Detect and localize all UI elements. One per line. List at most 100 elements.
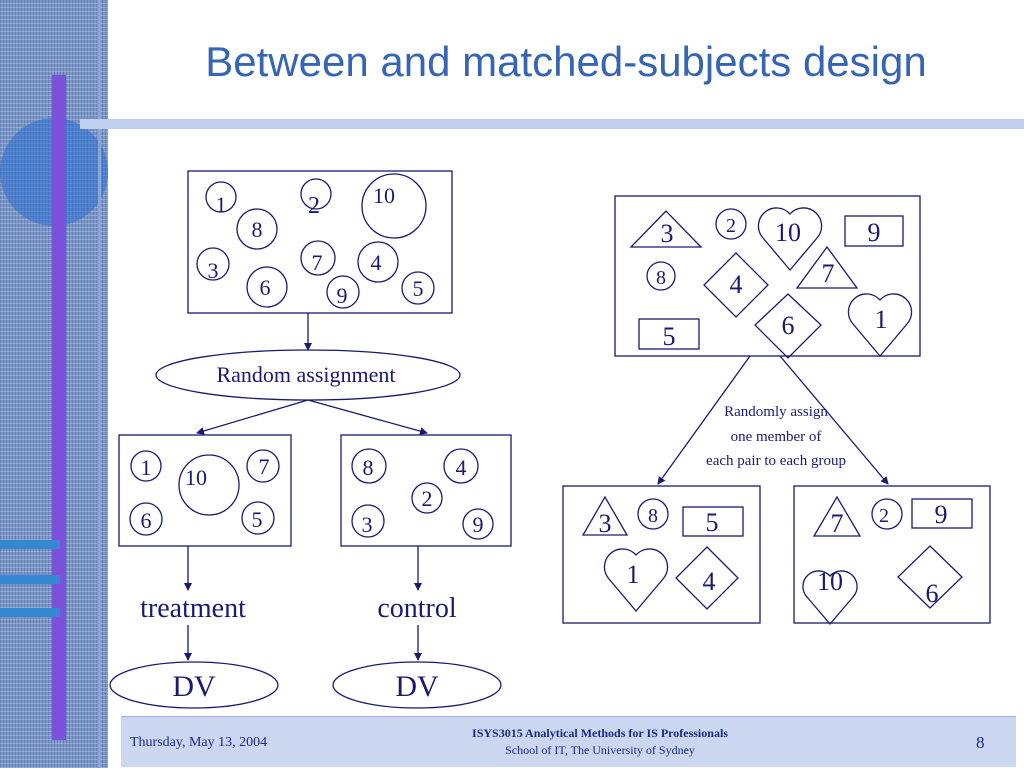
group2-number: 9 — [935, 500, 948, 529]
control-number: 3 — [362, 512, 373, 537]
heart-shape — [802, 570, 858, 626]
circle-shape — [205, 181, 237, 213]
circle-shape — [351, 504, 385, 538]
control-number: 4 — [456, 455, 467, 480]
triangle-shape — [581, 495, 629, 536]
square-shape — [682, 506, 744, 537]
control-number: 9 — [473, 512, 484, 537]
treatment-number: 6 — [141, 508, 152, 533]
pool-number: 9 — [337, 283, 348, 308]
circle-shape — [637, 498, 669, 530]
pair-number: 6 — [782, 311, 795, 340]
circle-shape — [326, 275, 360, 309]
sidebar-divider — [98, 0, 101, 768]
circle-shape — [715, 208, 747, 240]
pool-number: 8 — [252, 217, 263, 242]
footer-bar — [121, 716, 1016, 767]
control-label: control — [377, 593, 457, 624]
circle-shape — [178, 454, 240, 516]
treatment-number: 10 — [185, 465, 207, 490]
page-title: Between and matched-subjects design — [205, 38, 927, 85]
treatment-label: treatment — [140, 593, 246, 624]
footer-date: Thursday, May 13, 2004 — [130, 735, 268, 750]
pair-number: 7 — [822, 259, 835, 288]
dv-control-label: DV — [395, 670, 439, 703]
pair-number: 1 — [875, 305, 888, 334]
diamond-shape — [897, 545, 963, 609]
circle-shape — [300, 178, 332, 210]
left-pool-box — [187, 170, 453, 314]
arrow-to-control — [307, 399, 428, 435]
triangle-shape — [629, 210, 703, 248]
diamond-shape — [754, 293, 822, 359]
randomly-assign-text-line3: each pair to each group — [706, 453, 846, 469]
group1-number: 4 — [703, 567, 716, 596]
group2-box — [793, 485, 991, 624]
arrow-to-group2 — [779, 355, 889, 485]
footer-school: School of IT, The University of Sydney — [505, 743, 695, 757]
arrow-to-group1 — [657, 355, 751, 485]
pool-number: 1 — [216, 192, 227, 217]
footer-course: ISYS3015 Analytical Methods for IS Profe… — [472, 726, 728, 740]
sidebar-bar — [0, 540, 60, 549]
circle-shape — [411, 482, 443, 514]
group2-number: 10 — [817, 567, 843, 596]
footer-page-number: 8 — [976, 733, 985, 752]
dv-ellipse-control — [332, 661, 502, 709]
control-number: 2 — [422, 486, 433, 511]
dv-ellipse-treatment — [109, 661, 279, 709]
arrow-to-treatment — [196, 399, 309, 435]
circle-shape — [443, 448, 479, 484]
pool-number: 6 — [260, 275, 271, 300]
randomly-assign-text-line1: Randomly assign — [724, 404, 828, 420]
circle-shape — [129, 502, 163, 536]
pool-number: 4 — [371, 250, 382, 275]
pair-number: 2 — [726, 215, 736, 237]
circle-shape — [196, 247, 230, 281]
circle-shape — [351, 448, 387, 484]
circle-shape — [646, 261, 676, 291]
pair-number: 5 — [663, 322, 676, 351]
pair-number: 10 — [775, 218, 801, 247]
pool-number: 5 — [413, 276, 424, 301]
group2-number: 2 — [879, 505, 889, 527]
heart-shape — [603, 548, 669, 613]
sidebar-bar — [0, 608, 60, 617]
pool-number: 2 — [308, 193, 320, 219]
circle-shape — [357, 241, 399, 283]
pool-number: 10 — [373, 183, 395, 208]
diamond-shape — [703, 252, 769, 318]
circle-shape — [300, 240, 336, 276]
pair-number: 4 — [730, 270, 743, 299]
group1-number: 8 — [648, 505, 658, 527]
pair-number: 8 — [656, 267, 666, 289]
treatment-number: 5 — [252, 507, 263, 532]
circle-shape — [246, 266, 288, 308]
square-shape — [638, 318, 700, 350]
pair-number: 3 — [661, 219, 674, 248]
group1-box — [562, 485, 761, 624]
control-number: 8 — [363, 455, 374, 480]
circle-shape — [401, 271, 435, 305]
circle-shape — [462, 508, 494, 540]
group1-number: 5 — [706, 508, 719, 537]
circle-shape — [130, 450, 162, 482]
dv-treatment-label: DV — [172, 670, 216, 703]
pair-number: 9 — [868, 218, 881, 247]
sidebar-bar — [0, 575, 60, 584]
square-shape — [911, 498, 973, 529]
triangle-shape — [812, 495, 862, 537]
treatment-number: 1 — [141, 455, 152, 480]
heart-shape — [847, 293, 913, 358]
group1-number: 1 — [627, 560, 640, 589]
group1-number: 3 — [599, 509, 612, 538]
sidebar-stripe-decoration — [52, 75, 66, 740]
control-box — [340, 434, 512, 547]
square-shape — [844, 215, 904, 247]
diamond-shape — [675, 546, 739, 610]
circle-shape — [871, 498, 903, 530]
group2-number: 7 — [831, 509, 844, 538]
treatment-number: 7 — [259, 454, 270, 479]
pool-number: 3 — [208, 258, 219, 283]
